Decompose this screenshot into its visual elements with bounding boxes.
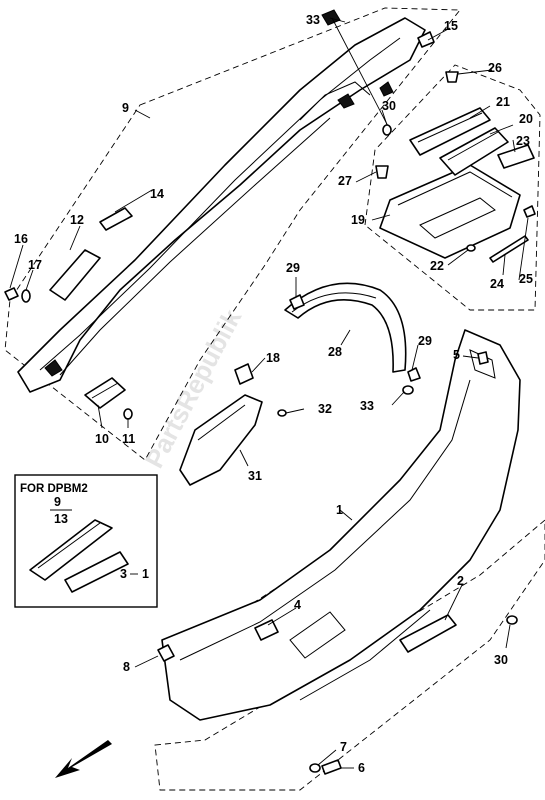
callout-33-bottom: 33 [360,399,374,413]
part-32-bolt [277,409,287,417]
part-29-clip-left [289,294,305,310]
callout-29-right: 29 [418,334,432,348]
inset-ref-13: 13 [54,512,68,526]
part-33-nut [402,385,414,395]
callout-31: 31 [248,469,262,483]
callout-29-left: 29 [286,261,300,275]
callout-10: 10 [95,432,109,446]
part-20-lens [439,127,509,176]
callout-1: 1 [336,503,343,517]
part-31-panel [179,394,263,486]
callout-5: 5 [453,348,460,362]
part-8-grommet [157,644,175,662]
part-16-bolt [4,287,19,301]
callout-22: 22 [430,259,444,273]
part-28-grab-bar [284,282,407,373]
part-30-bolt-bottom [506,615,518,625]
callout-15: 15 [444,19,458,33]
callout-23: 23 [516,134,530,148]
callout-8: 8 [123,660,130,674]
part-2-emblem [399,614,457,653]
inset-title: FOR DPBM2 [20,483,88,495]
assembly-outlines [4,7,545,791]
callout-28: 28 [328,345,342,359]
callout-20: 20 [519,112,533,126]
inset-ref-9: 9 [54,495,61,509]
callout-17: 17 [28,258,42,272]
part-14-stripe [99,207,133,231]
part-11-grommet [123,408,133,420]
callout-4: 4 [294,598,301,612]
part-9-tail-cover [17,17,426,393]
callout-21: 21 [496,95,510,109]
callout-14: 14 [150,187,164,201]
part-12-stripe [49,249,101,301]
part-22-grommet [466,244,476,252]
callout-18: 18 [266,351,280,365]
inset-stripe [29,519,113,581]
callout-11: 11 [122,432,135,446]
part-26-screw [445,71,459,83]
callout-9: 9 [122,101,129,115]
part-17-washer [21,289,31,303]
inset-box: FOR DPBM2 9 13 3 1 [14,474,158,608]
part-23-plate [497,144,535,169]
part-27-screw [375,165,389,179]
callout-25: 25 [519,272,533,286]
part-25-clip [523,205,536,218]
part-15-clip [417,31,435,48]
callout-2: 2 [457,574,464,588]
callout-26: 26 [488,61,502,75]
part-33-top-nut [321,9,341,26]
callout-30-top: 30 [382,99,396,113]
callout-7: 7 [340,740,347,754]
callout-24: 24 [490,277,504,291]
callout-19: 19 [351,213,365,227]
callout-30-bottom: 30 [494,653,508,667]
callout-12: 12 [70,213,84,227]
part-5-clip [477,351,489,365]
callout-27: 27 [338,174,352,188]
callout-32: 32 [318,402,332,416]
part-1-side-cover [161,329,521,721]
part-7-washer [309,763,321,773]
callout-6: 6 [358,761,365,775]
part-10-bracket [84,377,126,409]
part-6-bolt [321,759,342,775]
inset-emblem [64,551,129,593]
inset-ref-1: 1 [142,567,149,581]
callout-labels: 33 15 9 26 30 21 20 23 27 19 22 24 25 14… [14,13,533,775]
callout-16: 16 [14,232,28,246]
part-19-housing [379,164,521,259]
part-21-lens [409,107,491,156]
inset-ref-3: 3 [120,567,127,581]
leader-lines [9,17,529,769]
part-30-bolt-top [382,124,392,136]
arrow-down-left-icon [55,740,112,778]
callout-33-top: 33 [306,13,320,27]
part-4-bracket [254,619,279,641]
part-29-clip-right [407,367,421,382]
part-18-grommet [234,363,254,385]
part-24-spring [489,235,529,263]
